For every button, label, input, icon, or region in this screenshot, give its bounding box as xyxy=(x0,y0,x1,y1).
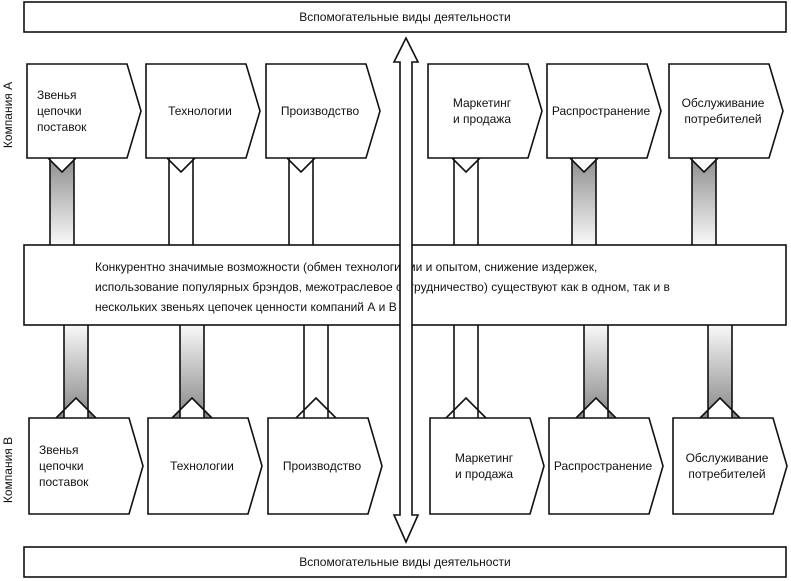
a-link-4-label-2: и продажа xyxy=(453,112,511,126)
arrow-down-3 xyxy=(284,319,348,429)
center-text-line-3: нескольких звеньях цепочек ценности комп… xyxy=(95,300,397,314)
arrow-down-2 xyxy=(160,319,224,429)
arrow-down-4 xyxy=(434,319,498,429)
b-chevron-2 xyxy=(147,417,263,515)
a-chevron-4 xyxy=(427,63,543,159)
company-a-label: Компания А xyxy=(1,82,15,148)
support-activities-top: Вспомогательные виды деятельности xyxy=(23,1,787,33)
arrow-down-5 xyxy=(564,319,628,429)
b-link-3: Производство xyxy=(267,417,383,515)
b-link-6: Обслуживание потребителей xyxy=(672,417,788,515)
b-link-1: Звенья цепочки поставок xyxy=(28,417,144,515)
b-link-1-label-3: поставок xyxy=(39,475,89,489)
a-link-1-label-3: поставок xyxy=(37,120,87,134)
b-link-1-label-1: Звенья xyxy=(39,443,79,457)
b-link-2: Технологии xyxy=(147,417,263,515)
a-chevron-1 xyxy=(26,63,142,159)
b-link-6-label-2: потребителей xyxy=(688,467,765,481)
b-link-5: Распространение xyxy=(548,417,664,515)
b-link-3-label-1: Производство xyxy=(283,459,362,473)
company-a-value-chain: Звенья цепочки поставок Технологии Производс… xyxy=(26,63,784,159)
a-chevron-6 xyxy=(668,63,784,159)
b-link-4-label-2: и продажа xyxy=(455,467,513,481)
b-link-1-label-2: цепочки xyxy=(39,459,84,473)
company-b-label: Компания В xyxy=(1,437,15,503)
a-link-2: Технологии xyxy=(145,63,261,159)
b-link-6-label-1: Обслуживание xyxy=(686,451,769,465)
a-link-3: Производство xyxy=(265,63,381,159)
b-chevron-4 xyxy=(429,417,545,515)
a-link-5: Распространение xyxy=(546,63,662,159)
b-link-2-label-1: Технологии xyxy=(170,459,234,473)
a-link-1: Звенья цепочки поставок xyxy=(26,63,142,159)
a-chevron-2 xyxy=(145,63,261,159)
support-activities-top-label: Вспомогательные виды деятельности xyxy=(299,10,510,24)
a-link-6-label-2: потребителей xyxy=(684,112,761,126)
a-link-3-label-1: Производство xyxy=(281,104,360,118)
support-activities-bottom: Вспомогательные виды деятельности xyxy=(23,546,787,578)
b-link-4: Маркетинг и продажа xyxy=(429,417,545,515)
b-chevron-6 xyxy=(672,417,788,515)
a-link-6: Обслуживание потребителей xyxy=(668,63,784,159)
a-link-4: Маркетинг и продажа xyxy=(427,63,543,159)
center-text-line-1: Конкурентно значимые возможности (обмен … xyxy=(95,260,597,274)
a-link-2-label-1: Технологии xyxy=(168,104,232,118)
b-link-5-label-1: Распространение xyxy=(554,459,653,473)
a-link-5-label-1: Распространение xyxy=(552,104,651,118)
a-link-4-label-1: Маркетинг xyxy=(453,96,512,110)
b-link-4-label-1: Маркетинг xyxy=(455,451,514,465)
central-vertical-double-arrow xyxy=(392,36,420,544)
a-link-1-label-2: цепочки xyxy=(37,104,82,118)
a-link-6-label-1: Обслуживание xyxy=(682,96,765,110)
a-chevron-5 xyxy=(546,63,662,159)
b-chevron-1 xyxy=(28,417,144,515)
arrow-down-6 xyxy=(688,319,752,429)
a-link-1-label-1: Звенья xyxy=(37,88,77,102)
company-b-value-chain: Звенья цепочки поставок Технологии Производс… xyxy=(28,417,788,515)
b-chevron-5 xyxy=(548,417,664,515)
support-activities-bottom-label: Вспомогательные виды деятельности xyxy=(299,555,510,569)
a-chevron-3 xyxy=(265,63,381,159)
center-text-line-2: использование популярных брэндов, межотр… xyxy=(95,280,670,294)
arrow-down-1 xyxy=(44,319,108,429)
b-chevron-3 xyxy=(267,417,383,515)
